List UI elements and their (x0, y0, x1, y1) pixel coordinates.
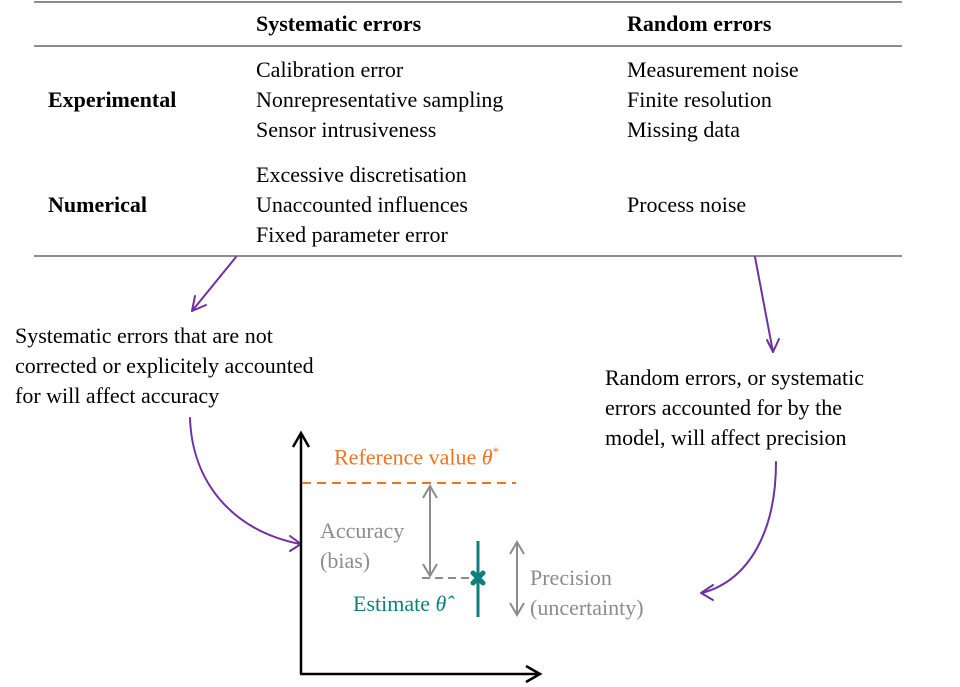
accuracy-label: Accuracy (bias) (320, 516, 404, 576)
accuracy-label-line: (bias) (320, 548, 371, 573)
numerical-random-list: Process noise (627, 190, 746, 220)
experimental-random-list: Measurement noise Finite resolution Miss… (627, 55, 799, 145)
note-line: model, will affect precision (605, 425, 847, 450)
arrow-to-accuracy-note (191, 256, 237, 312)
plot-axes (291, 430, 543, 684)
accuracy-label-line: Accuracy (320, 518, 405, 543)
arrow-to-precision-note (754, 256, 780, 353)
table-top-rule (34, 1, 902, 3)
experimental-systematic-list: Calibration error Nonrepresentative samp… (256, 55, 503, 145)
column-header-systematic: Systematic errors (256, 11, 422, 36)
note-line: for will affect accuracy (15, 383, 220, 408)
row-label-numerical: Numerical (48, 192, 147, 217)
estimate-label-text: Estimate (353, 591, 430, 616)
x-axis-arrowhead (525, 664, 543, 684)
accuracy-note: Systematic errors that are not corrected… (15, 321, 314, 411)
note-line: Systematic errors that are not (15, 323, 273, 348)
list-item: Process noise (627, 192, 747, 217)
numerical-systematic-list: Excessive discretisation Unaccounted inf… (256, 160, 468, 250)
reference-value-label: Reference value θ* (334, 444, 499, 470)
list-item: Excessive discretisation (256, 162, 467, 187)
note-line: Random errors, or systematic (605, 365, 865, 390)
list-item: Nonrepresentative sampling (256, 87, 504, 112)
list-item: Fixed parameter error (256, 222, 448, 247)
estimate-marker (470, 570, 486, 586)
reference-symbol: θ (481, 444, 493, 470)
list-item: Finite resolution (627, 87, 772, 112)
estimate-label: Estimate θ̂ (353, 591, 446, 617)
precision-label-line: (uncertainty) (530, 595, 644, 620)
estimate-symbol: θ̂ (435, 591, 447, 616)
list-item: Missing data (627, 117, 741, 142)
accuracy-arrow (422, 484, 470, 579)
y-axis-arrowhead (291, 430, 311, 448)
precision-label-line: Precision (530, 565, 612, 590)
list-item: Measurement noise (627, 57, 799, 82)
column-header-random: Random errors (627, 11, 772, 36)
list-item: Sensor intrusiveness (256, 117, 437, 142)
precision-note: Random errors, or systematic errors acco… (605, 363, 864, 453)
curved-arrow-to-accuracy (189, 417, 302, 552)
curved-arrow-to-precision (700, 461, 777, 601)
list-item: Unaccounted influences (256, 192, 468, 217)
note-line: corrected or explicitely accounted (15, 353, 314, 378)
note-line: errors accounted for by the (605, 395, 843, 420)
reference-superscript: * (492, 444, 500, 459)
table-bottom-rule (34, 255, 902, 257)
precision-label: Precision (uncertainty) (530, 563, 644, 623)
reference-label-text: Reference value (334, 444, 477, 470)
list-item: Calibration error (256, 57, 404, 82)
row-label-experimental: Experimental (48, 87, 177, 112)
precision-arrow (509, 540, 525, 617)
table-header-rule (34, 45, 902, 47)
